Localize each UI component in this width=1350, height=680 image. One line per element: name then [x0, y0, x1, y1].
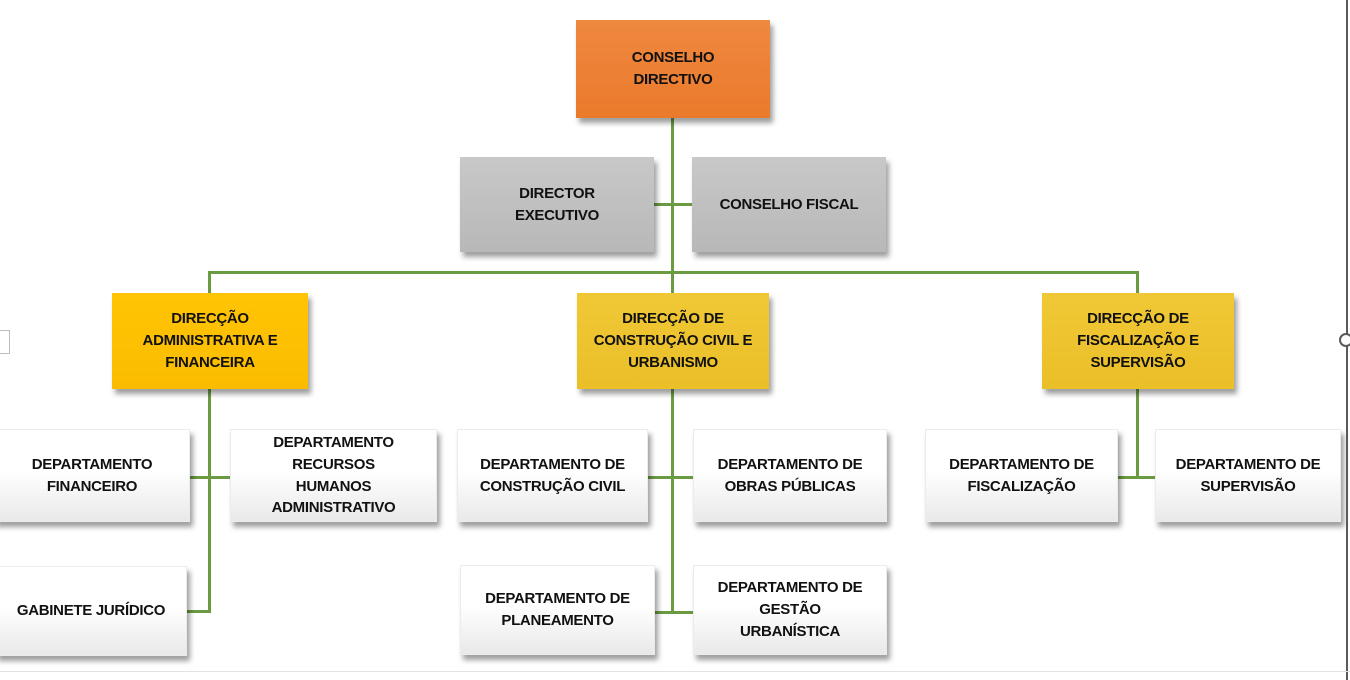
org-node-label: DEPARTAMENTO DE CONSTRUÇÃO CIVIL — [479, 455, 626, 495]
org-node-departamento-fiscalizacao[interactable]: DEPARTAMENTO DE FISCALIZAÇÃO — [925, 429, 1118, 522]
connector-left-branch-vertical — [208, 389, 211, 613]
org-node-label: DIRECÇÃO DE FISCALIZAÇÃO E SUPERVISÃO — [1077, 310, 1199, 371]
org-node-departamento-planeamento[interactable]: DEPARTAMENTO DE PLANEAMENTO — [460, 565, 655, 655]
org-node-departamento-gestao-urbanistica[interactable]: DEPARTAMENTO DE GESTÃO URBANÍSTICA — [693, 565, 887, 655]
connector-middle-branch-vertical — [671, 389, 674, 614]
org-node-conselho-fiscal[interactable]: CONSELHO FISCAL — [692, 157, 886, 252]
org-node-label: DEPARTAMENTO DE PLANEAMENTO — [485, 590, 630, 629]
org-node-label: DIRECÇÃO DE CONSTRUÇÃO CIVIL E URBANISMO — [593, 310, 753, 371]
org-node-label: DEPARTAMENTO FINANCEIRO — [31, 455, 153, 495]
org-node-label: DIRECTOR EXECUTIVO — [515, 184, 599, 224]
connector-left-level4-horizontal — [189, 476, 232, 479]
connector-gabinete-elbow — [187, 610, 211, 613]
connector-right-branch-vertical — [1136, 389, 1139, 479]
connector-right-level4-horizontal — [1117, 476, 1156, 479]
org-node-direccao-fiscalizacao-supervisao[interactable]: DIRECÇÃO DE FISCALIZAÇÃO E SUPERVISÃO — [1042, 293, 1234, 389]
page-bottom-hairline — [0, 671, 1350, 672]
org-node-label: CONSELHO DIRECTIVO — [631, 49, 715, 88]
shape-handle-circle[interactable] — [1339, 333, 1350, 347]
connector-middle-level5-horizontal — [654, 611, 694, 614]
org-node-director-executivo[interactable]: DIRECTOR EXECUTIVO — [460, 157, 654, 252]
connector-middle-level4-horizontal — [647, 476, 694, 479]
org-node-label: DEPARTAMENTO DE SUPERVISÃO — [1175, 455, 1321, 495]
connector-main-horizontal — [208, 271, 1139, 274]
connector-level2-horizontal — [653, 203, 693, 206]
org-node-departamento-financeiro[interactable]: DEPARTAMENTO FINANCEIRO — [0, 429, 190, 522]
org-node-direccao-construcao-civil-urbanismo[interactable]: DIRECÇÃO DE CONSTRUÇÃO CIVIL E URBANISMO — [577, 293, 769, 389]
org-node-departamento-supervisao[interactable]: DEPARTAMENTO DE SUPERVISÃO — [1155, 429, 1341, 522]
org-node-label: DIRECÇÃO ADMINISTRATIVA E FINANCEIRA — [142, 310, 278, 371]
connector-drop-right — [1136, 271, 1139, 295]
org-node-departamento-construcao-civil[interactable]: DEPARTAMENTO DE CONSTRUÇÃO CIVIL — [457, 429, 648, 522]
org-node-direccao-administrativa-financeira[interactable]: DIRECÇÃO ADMINISTRATIVA E FINANCEIRA — [112, 293, 308, 389]
org-node-label: DEPARTAMENTO DE GESTÃO URBANÍSTICA — [717, 579, 863, 640]
connector-root-vertical — [671, 118, 674, 295]
org-node-label: GABINETE JURÍDICO — [16, 602, 166, 620]
org-node-label: CONSELHO FISCAL — [719, 195, 859, 213]
org-node-label: DEPARTAMENTO DE OBRAS PÚBLICAS — [717, 455, 863, 495]
cut-off-shape-left — [0, 330, 10, 354]
org-node-gabinete-juridico[interactable]: GABINETE JURÍDICO — [0, 566, 187, 656]
connector-drop-left — [208, 271, 211, 295]
org-node-conselho-directivo[interactable]: CONSELHO DIRECTIVO — [576, 20, 770, 118]
org-node-departamento-obras-publicas[interactable]: DEPARTAMENTO DE OBRAS PÚBLICAS — [693, 429, 887, 522]
org-node-departamento-recursos-humanos[interactable]: DEPARTAMENTO RECURSOS HUMANOS ADMINISTRA… — [230, 429, 437, 522]
org-node-label: DEPARTAMENTO DE FISCALIZAÇÃO — [949, 455, 1094, 495]
org-node-label: DEPARTAMENTO RECURSOS HUMANOS ADMINISTRA… — [271, 434, 396, 517]
